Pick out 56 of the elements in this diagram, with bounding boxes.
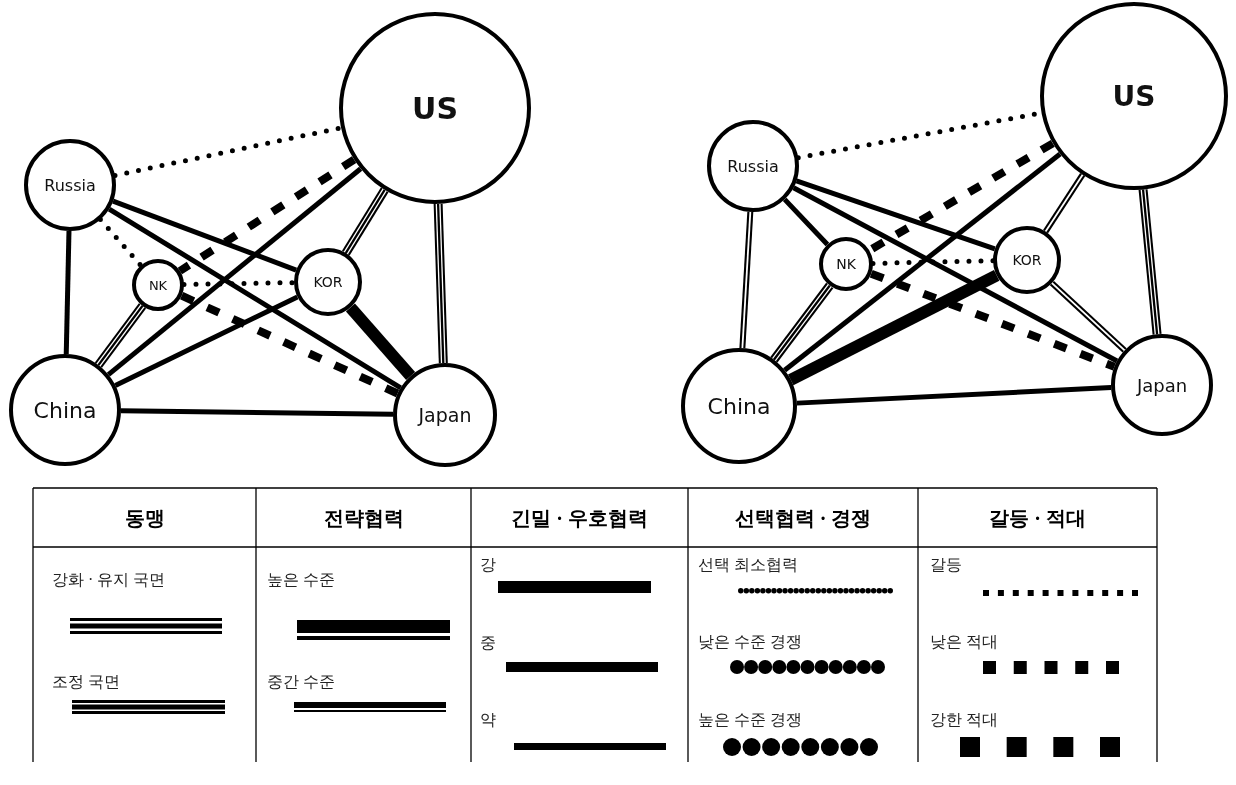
legend-text: 선택 최소협력: [698, 555, 798, 575]
country-circle: KOR: [993, 226, 1061, 294]
country-circle: Japan: [1111, 334, 1213, 436]
solid-line: [792, 185, 1119, 364]
country-circle: NK: [819, 237, 873, 291]
solid-line: [112, 198, 298, 273]
triple-line: [94, 303, 147, 368]
column-header: 전략협력: [323, 506, 404, 531]
legend-text: 조정 국면: [52, 672, 120, 692]
double-line: [1043, 173, 1086, 234]
solid-line: [783, 152, 1062, 373]
country-circle: China: [9, 354, 121, 466]
triple-line: [341, 187, 389, 256]
legend-text: 강: [480, 555, 496, 575]
legend-text: 낮은 적대: [930, 632, 998, 652]
dashed-line: [867, 139, 1055, 254]
country-circle: US: [339, 12, 531, 204]
dashed-line: [869, 269, 1116, 371]
legend-text: 강한 적대: [930, 710, 998, 730]
column-header: 동맹: [124, 506, 165, 531]
column-header: 긴밀 · 우호협력: [511, 506, 648, 531]
solid-line: [63, 230, 72, 355]
country-circle: Japan: [393, 363, 497, 467]
column-header: 선택협력 · 경쟁: [734, 506, 872, 531]
triple-line: [1138, 189, 1162, 335]
country-circle: Russia: [707, 120, 799, 212]
triple-line: [433, 203, 448, 364]
legend-text: 갈등: [930, 555, 962, 575]
dashed-line: [180, 292, 400, 398]
solid-line: [782, 197, 830, 247]
solid-line: [796, 385, 1112, 406]
solid-line: [106, 166, 363, 377]
solid-line: [120, 408, 394, 417]
country-circle: US: [1040, 2, 1228, 190]
solid-line: [107, 206, 402, 390]
thick-line: [345, 303, 416, 380]
country-circle: China: [681, 348, 797, 464]
legend-text: 중간 수준: [267, 672, 335, 692]
thick-line: [788, 270, 1000, 386]
column-header: 갈등 · 적대: [989, 506, 1086, 531]
legend-text: 낮은 수준 경쟁: [698, 632, 802, 652]
country-circle: KOR: [294, 248, 362, 316]
legend-text: 높은 수준 경쟁: [698, 710, 802, 730]
triple-line: [770, 282, 834, 363]
country-circle: Russia: [24, 139, 116, 231]
dotted-line: [97, 217, 144, 268]
solid-line: [114, 294, 299, 388]
solid-line: [795, 178, 996, 252]
double-line: [739, 211, 754, 349]
legend-text: 강화 · 유지 국면: [52, 570, 166, 590]
legend-text: 약: [480, 710, 496, 730]
legend-text: 중: [480, 633, 496, 653]
double-line: [1049, 280, 1127, 353]
dashed-line: [177, 156, 357, 275]
country-circle: NK: [132, 259, 184, 311]
legend-text: 높은 수준: [267, 570, 335, 590]
